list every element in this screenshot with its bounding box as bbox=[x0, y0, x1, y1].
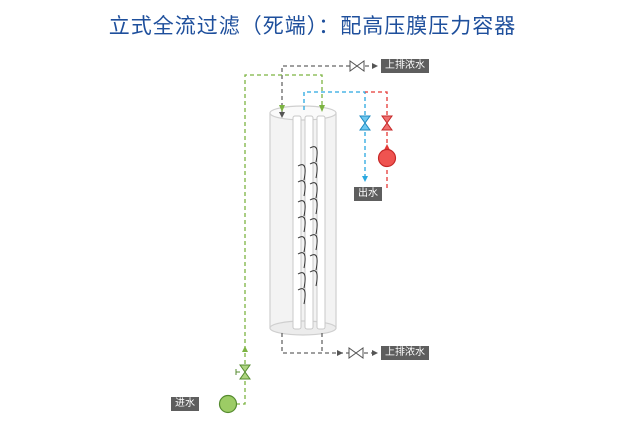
arrow-icon bbox=[279, 63, 378, 356]
feed-valve-icon[interactable] bbox=[235, 364, 251, 380]
filtration-flow-arrows bbox=[297, 146, 318, 305]
pressure-vessel bbox=[269, 105, 337, 336]
membrane-tube bbox=[316, 115, 326, 330]
arrow-icon bbox=[384, 144, 390, 150]
outlet-valve-icon[interactable] bbox=[359, 115, 371, 131]
membrane-tube bbox=[304, 115, 314, 330]
bottom-reject-label: 上排浓水 bbox=[381, 346, 429, 360]
pressure-pump-icon[interactable] bbox=[377, 148, 397, 168]
page-title: 立式全流过滤（死端）：配高压膜压力容器 bbox=[108, 14, 517, 38]
outlet-label: 出水 bbox=[354, 187, 382, 201]
bottom-reject-pipe bbox=[281, 333, 349, 354]
top-reject-label: 上排浓水 bbox=[381, 59, 429, 73]
pressure-valve-icon[interactable] bbox=[381, 115, 393, 131]
arrow-icon bbox=[242, 105, 325, 352]
bottom-reject-valve-icon[interactable] bbox=[348, 347, 364, 359]
feed-line bbox=[236, 74, 323, 405]
outlet-line bbox=[303, 91, 366, 178]
top-reject-valve-icon[interactable] bbox=[349, 60, 365, 72]
arrow-icon bbox=[362, 176, 368, 182]
top-reject-pipe bbox=[281, 65, 350, 114]
membrane-tube bbox=[292, 115, 302, 330]
pressure-line bbox=[365, 91, 388, 188]
feed-pump-icon[interactable] bbox=[218, 394, 238, 414]
inlet-label: 进水 bbox=[171, 397, 199, 411]
membrane-tubes bbox=[292, 115, 326, 330]
